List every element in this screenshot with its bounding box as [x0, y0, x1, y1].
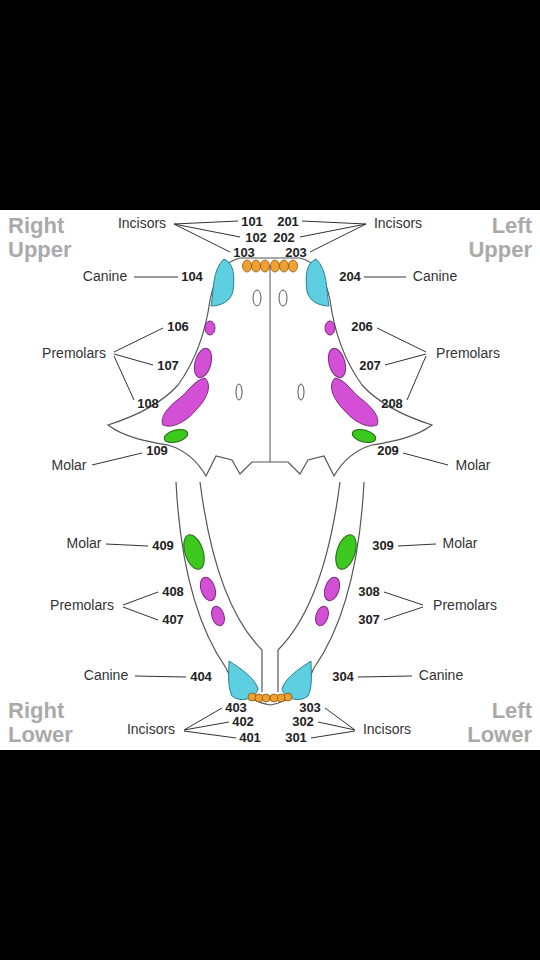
tooth-number: 209: [377, 444, 399, 458]
leader-line: [106, 544, 148, 546]
tooth-number: 308: [358, 585, 380, 599]
tooth-number: 402: [232, 715, 254, 729]
tooth-number: 202: [273, 231, 295, 245]
leader-line: [300, 224, 366, 237]
tooth-group-label: Premolars: [433, 598, 497, 613]
leader-line: [184, 722, 229, 730]
leader-line: [407, 356, 426, 400]
leader-line: [123, 607, 158, 620]
leader-line: [114, 356, 134, 400]
leader-line: [174, 224, 230, 252]
quadrant-label: Right Upper: [8, 214, 80, 262]
tooth-number: 302: [292, 715, 314, 729]
tooth-number: 107: [157, 359, 179, 373]
tooth-group-label: Incisors: [118, 216, 166, 231]
tooth-group-label: Canine: [419, 668, 463, 683]
leader-line: [311, 731, 355, 738]
leader-line: [318, 722, 355, 730]
tooth-group-label: Premolars: [50, 598, 114, 613]
tooth-group-label: Molar: [51, 458, 86, 473]
tooth-group-label: Molar: [66, 536, 101, 551]
tooth-number: 206: [351, 320, 373, 334]
leader-line: [385, 354, 426, 365]
tooth-number: 307: [358, 613, 380, 627]
leader-line: [123, 592, 158, 605]
tooth-number: 403: [225, 701, 247, 715]
quadrant-label: Left Upper: [460, 214, 532, 262]
tooth-group-label: Canine: [84, 668, 128, 683]
tooth-group-label: Canine: [413, 269, 457, 284]
tooth-number: 104: [181, 270, 203, 284]
tooth-number: 408: [162, 585, 184, 599]
tooth-group-label: Premolars: [436, 346, 500, 361]
leader-line: [134, 277, 178, 278]
tooth-number: 109: [146, 444, 168, 458]
leader-line: [358, 676, 412, 677]
tooth-number: 102: [245, 231, 267, 245]
tooth-number: 407: [162, 613, 184, 627]
tooth-group-label: Canine: [83, 269, 127, 284]
lower-jaw-left: [270, 482, 364, 705]
quadrant-label: Right Lower: [8, 699, 80, 747]
tooth-number: 203: [285, 246, 307, 260]
leader-lines: [92, 221, 448, 738]
tooth-number: 207: [359, 359, 381, 373]
lower-jaw-right: [176, 482, 270, 705]
leader-line: [302, 221, 366, 224]
leader-line: [377, 328, 426, 352]
upper-jaw-left: [270, 258, 432, 476]
tooth-group-label: Premolars: [42, 346, 106, 361]
tooth-group-label: Molar: [442, 536, 477, 551]
tooth-group-label: Incisors: [127, 722, 175, 737]
leader-line: [364, 277, 406, 278]
tooth-number: 201: [277, 215, 299, 229]
midline: [270, 266, 271, 462]
leader-line: [384, 607, 423, 620]
tooth-number: 103: [233, 246, 255, 260]
quadrant-label: Left Lower: [460, 699, 532, 747]
leader-line: [135, 676, 186, 677]
tooth-number: 304: [332, 670, 354, 684]
leader-line: [114, 328, 163, 352]
tooth-number: 106: [167, 320, 189, 334]
leader-line: [92, 453, 142, 465]
leader-line: [310, 224, 366, 252]
tooth-number: 208: [381, 397, 403, 411]
tooth-group-label: Incisors: [374, 216, 422, 231]
tooth-number: 401: [239, 731, 261, 745]
leader-line: [403, 453, 448, 465]
tooth-number: 301: [285, 731, 307, 745]
leader-line: [398, 544, 436, 546]
leader-line: [184, 731, 236, 738]
white-panel: [0, 210, 540, 750]
leader-line: [174, 221, 238, 224]
tooth-number: 204: [339, 270, 361, 284]
upper-jaw-right: [108, 258, 270, 476]
leader-line: [114, 354, 153, 365]
tooth-number: 404: [190, 670, 212, 684]
tooth-number: 409: [152, 539, 174, 553]
leader-line: [384, 592, 423, 605]
tooth-group-label: Incisors: [363, 722, 411, 737]
tooth-number: 309: [372, 539, 394, 553]
tooth-number: 303: [299, 701, 321, 715]
tooth-number: 101: [241, 215, 263, 229]
tooth-number: 108: [137, 397, 159, 411]
leader-line: [174, 224, 240, 237]
tooth-group-label: Molar: [455, 458, 490, 473]
